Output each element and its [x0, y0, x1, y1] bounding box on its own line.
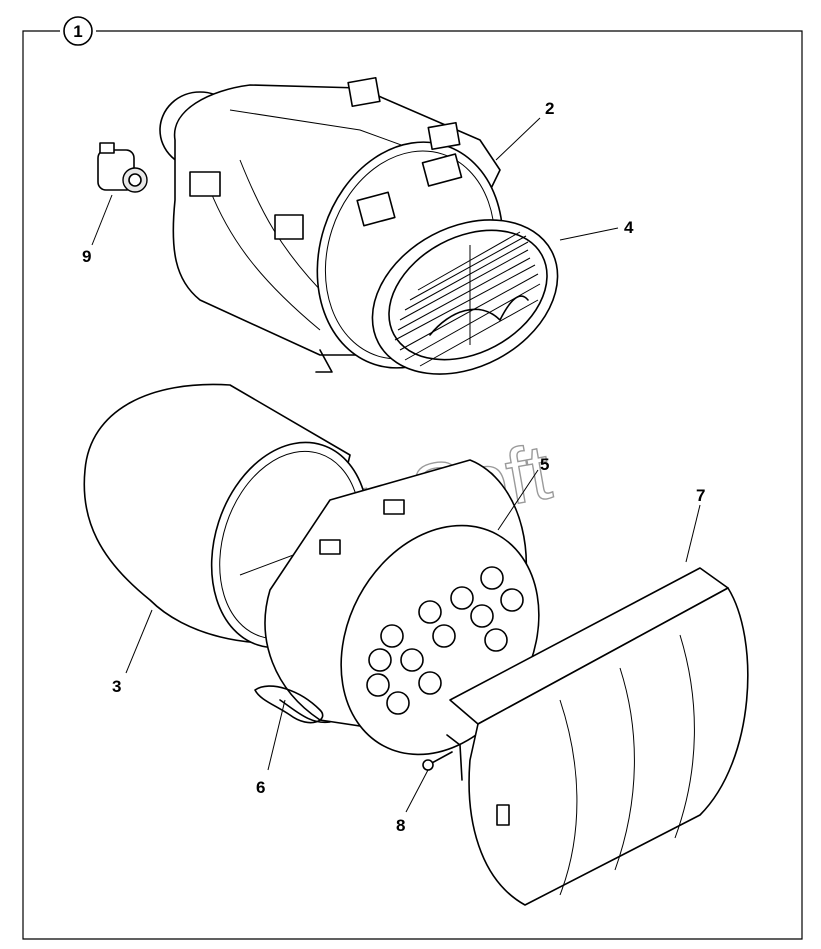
- callout-7: 7: [696, 486, 705, 505]
- callout-3: 3: [112, 677, 121, 696]
- figure-number: 1: [73, 22, 82, 41]
- callout-8: 8: [396, 816, 405, 835]
- leader-lines: [91, 117, 701, 813]
- callout-6: 6: [256, 778, 265, 797]
- callout-labels: 2 4 9 5 7 3 6 8: [82, 99, 705, 835]
- callout-4: 4: [624, 218, 634, 237]
- callout-2: 2: [545, 99, 554, 118]
- cyclone-tubes: [366, 566, 524, 715]
- wire-retaining-clip: [254, 685, 331, 724]
- outlet-grille: [371, 219, 559, 375]
- sensor-connector: [97, 142, 148, 193]
- figure-number-badge: [63, 16, 93, 46]
- callout-9: 9: [82, 247, 91, 266]
- pre-cleaner-housing: [449, 567, 749, 906]
- callout-5: 5: [540, 455, 549, 474]
- figure-frame: 1: [22, 16, 803, 940]
